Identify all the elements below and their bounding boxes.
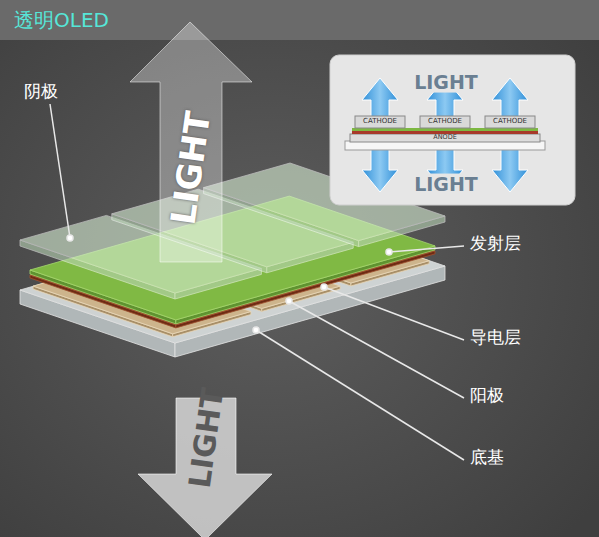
leader-line (50, 104, 70, 238)
layer-label: 阳极 (470, 386, 504, 405)
title-band (0, 0, 599, 40)
leader-dot (67, 235, 73, 241)
leader-line (389, 246, 464, 252)
inset-part-label: ANODE (433, 134, 457, 141)
light-arrows (130, 22, 272, 537)
light-arrow-up (130, 22, 252, 262)
title: 透明OLED (14, 9, 109, 31)
inset-part-label: CATHODE (363, 118, 397, 126)
inset-part-label: CATHODE (493, 118, 527, 126)
inset-part-label: CATHODE (428, 118, 462, 126)
leader-line (289, 301, 464, 398)
leader-dot (321, 284, 327, 290)
leader-dot (253, 327, 259, 333)
layer-label: 底基 (470, 448, 504, 467)
inset-panel (330, 55, 575, 205)
inset-light-label: LIGHT (411, 174, 481, 195)
inset-cathode (485, 116, 535, 128)
inset-anode (350, 134, 540, 142)
inset-background (330, 55, 575, 205)
leader-dot (386, 249, 392, 255)
inset-cathode (355, 116, 405, 128)
layer-label: 导电层 (470, 328, 521, 347)
layer-label: 发射层 (470, 234, 521, 253)
leader-dot (286, 298, 292, 304)
leader-line (256, 330, 464, 460)
inset-light-label: LIGHT (411, 72, 481, 93)
inset-cathode (420, 116, 470, 128)
layer-label: 阴极 (24, 82, 58, 101)
